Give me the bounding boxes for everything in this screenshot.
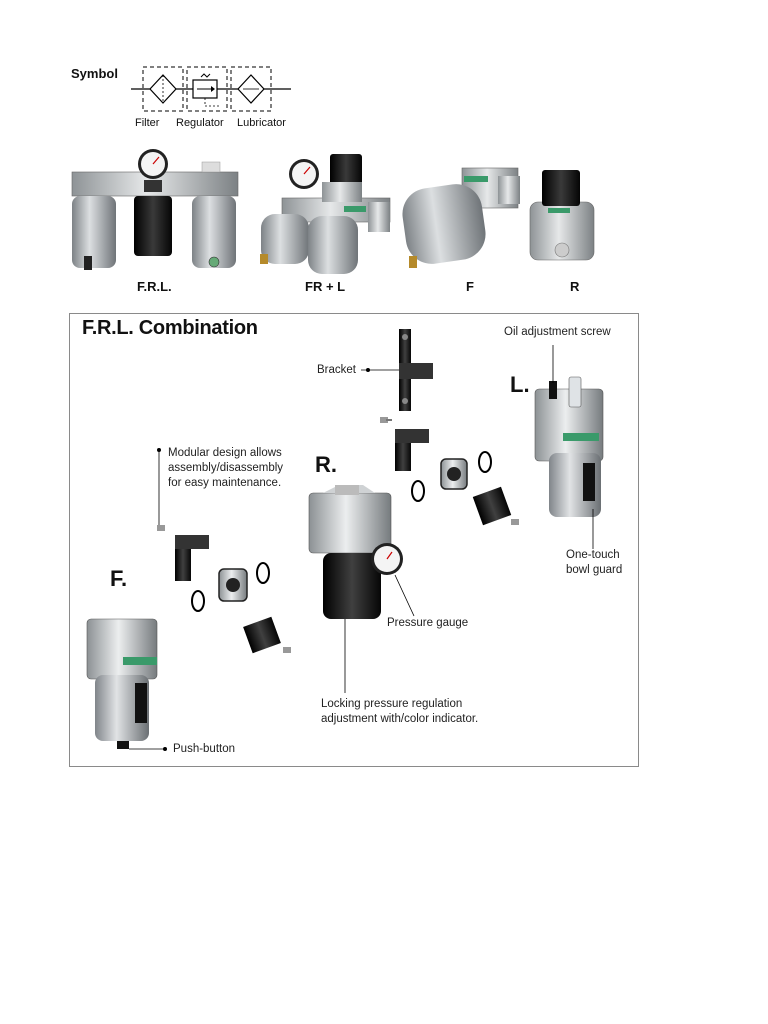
bracket-callout: Bracket (317, 364, 356, 376)
filter-letter: F. (110, 566, 128, 591)
symbol-caption-filter: Filter (135, 117, 160, 129)
screw-part (380, 417, 392, 423)
bracket-part (399, 329, 433, 411)
regulator-letter: R. (315, 452, 337, 477)
product-label-r: R (570, 279, 580, 294)
pressure-gauge-callout: Pressure gauge (387, 617, 469, 629)
push-button-callout: Push-button (173, 743, 236, 755)
regulator-part (308, 485, 403, 619)
oil-adjustment-callout: Oil adjustment screw (504, 326, 611, 338)
locking-regulation-callout: Locking pressure regulation adjustment w… (321, 698, 479, 725)
symbol-caption-regulator: Regulator (176, 117, 224, 129)
regulator-unit-photo (529, 170, 595, 261)
lubricator-letter: L. (510, 372, 530, 397)
filter-unit-photo (402, 167, 520, 268)
product-photos (68, 146, 608, 278)
symbol-caption-lubricator: Lubricator (237, 117, 286, 129)
modular-design-callout: Modular design allows assembly/disassemb… (168, 447, 284, 489)
filter-part (86, 618, 158, 749)
symbol-label: Symbol (71, 66, 118, 81)
product-label-fr-l: FR + L (305, 279, 346, 294)
connector-set-fr (157, 525, 291, 654)
lubricator-part (534, 376, 604, 517)
combination-title: F.R.L. Combination (82, 317, 258, 339)
exploded-view-illustration (86, 329, 604, 751)
connector-set-rl (395, 429, 519, 526)
product-label-frl: F.R.L. (137, 279, 172, 294)
bowl-guard-callout: One-touch bowl guard (566, 549, 623, 576)
gauge-leader (394, 574, 415, 617)
fr-l-unit-photo (260, 154, 391, 274)
frl-symbol-diagram (131, 66, 291, 112)
frl-unit-photo (71, 149, 239, 270)
product-label-f: F (466, 279, 474, 294)
